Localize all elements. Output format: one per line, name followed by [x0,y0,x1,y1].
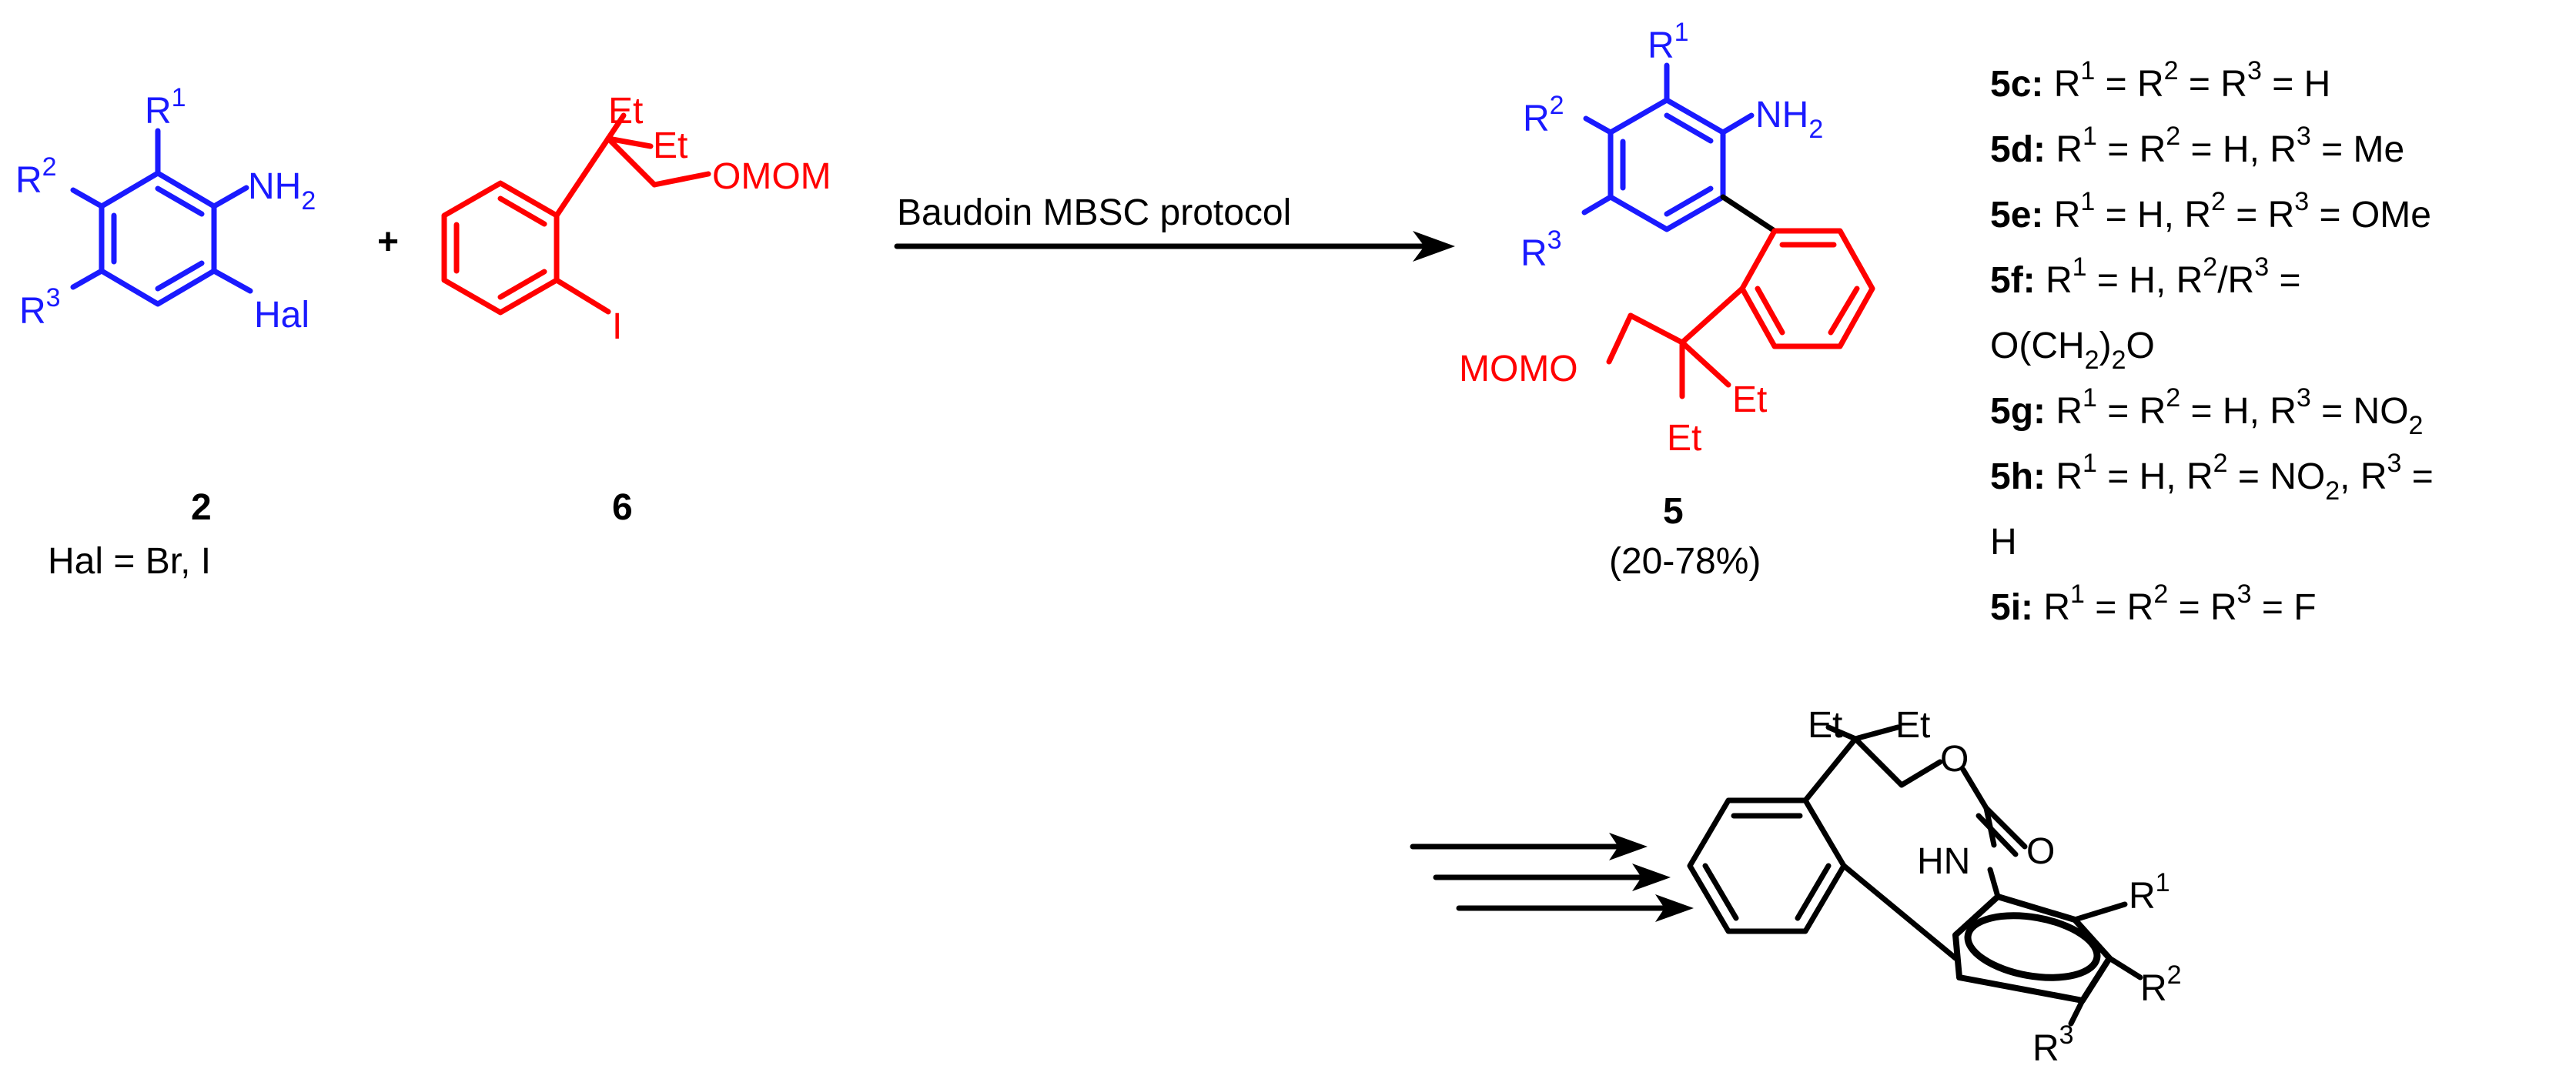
compound-5-et-1: Et [1732,379,1767,420]
compound-6-et-2: Et [653,125,687,166]
entry-5f: 5f: R1 = H, R2/R3 = [1990,252,2301,301]
compound-2-note: Hal = Br, I [48,541,211,582]
final-product-benzo-ring [1687,724,2028,961]
compound-6-et-1: Et [608,91,643,132]
entry-5h-line2: H [1990,522,2017,563]
compound-5-r3: R3 [1521,225,1562,274]
reaction-arrow: Baudoin MBSC protocol [894,192,1455,262]
compound-5-r1: R1 [1648,18,1689,66]
final-product-r1: R1 [2129,868,2170,917]
compound-2-r3: R3 [19,283,61,332]
compound-5-aniline-ring [1581,62,1755,232]
compound-5-et-2: Et [1667,418,1701,459]
entry-5e: 5e: R1 = H, R2 = R3 = OMe [1990,187,2431,236]
compound-2-nh2: NH2 [248,166,316,215]
reaction-reagent: Baudoin MBSC protocol [897,192,1291,233]
compound-6-omom: OMOM [712,156,831,197]
multistep-arrows [1410,833,1694,922]
entry-5c: 5c: R1 = R2 = R3 = H [1990,56,2330,105]
compound-2: R1 R2 R3 NH2 Hal 2 Hal = Br, I [15,83,316,582]
compound-2-hal: Hal [254,295,309,336]
final-product-r3: R3 [2032,1021,2074,1069]
entry-5h: 5h: R1 = H, R2 = NO2, R3 = [1990,449,2434,506]
final-product-et-2: Et [1895,705,1930,746]
substituent-list: 5c: R1 = R2 = R3 = H 5d: R1 = R2 = H, R3… [1990,56,2434,628]
plus-sign: + [377,222,399,262]
entry-5i: 5i: R1 = R2 = R3 = F [1990,580,2317,628]
compound-2-r2: R2 [15,152,57,201]
final-product-hn: HN [1917,841,1970,882]
final-product-et-1: Et [1808,705,1842,746]
compound-2-ring [70,128,253,307]
compound-2-number: 2 [191,487,212,528]
entry-5g: 5g: R1 = R2 = H, R3 = NO2 [1990,383,2423,440]
compound-6-ring [441,112,711,316]
compound-6-number: 6 [612,487,633,528]
compound-5-aryl-ring [1606,228,1875,399]
final-product-aniline-ring [1952,867,2143,1027]
compound-5-yield: (20-78%) [1609,541,1761,582]
entry-5d: 5d: R1 = R2 = H, R3 = Me [1990,122,2404,170]
final-product: Et Et O O HN R1 R2 R3 [1687,705,2182,1069]
compound-2-r1: R1 [145,83,186,132]
compound-5: R1 R2 R3 NH2 MOMO Et Et 5 (20-78%) [1459,18,1875,582]
compound-5-momo: MOMO [1459,349,1578,389]
entry-5f-line2: O(CH2)2O [1990,326,2155,375]
final-product-carbonyl-o: O [2026,831,2055,872]
final-product-ester-o: O [1940,739,1969,780]
compound-5-nh2: NH2 [1755,95,1823,144]
compound-6: Et Et OMOM I 6 [441,91,831,528]
final-product-r2: R2 [2140,960,2182,1009]
compound-5-r2: R2 [1523,91,1564,139]
compound-6-iodo: I [612,306,622,347]
compound-5-number: 5 [1663,491,1684,532]
